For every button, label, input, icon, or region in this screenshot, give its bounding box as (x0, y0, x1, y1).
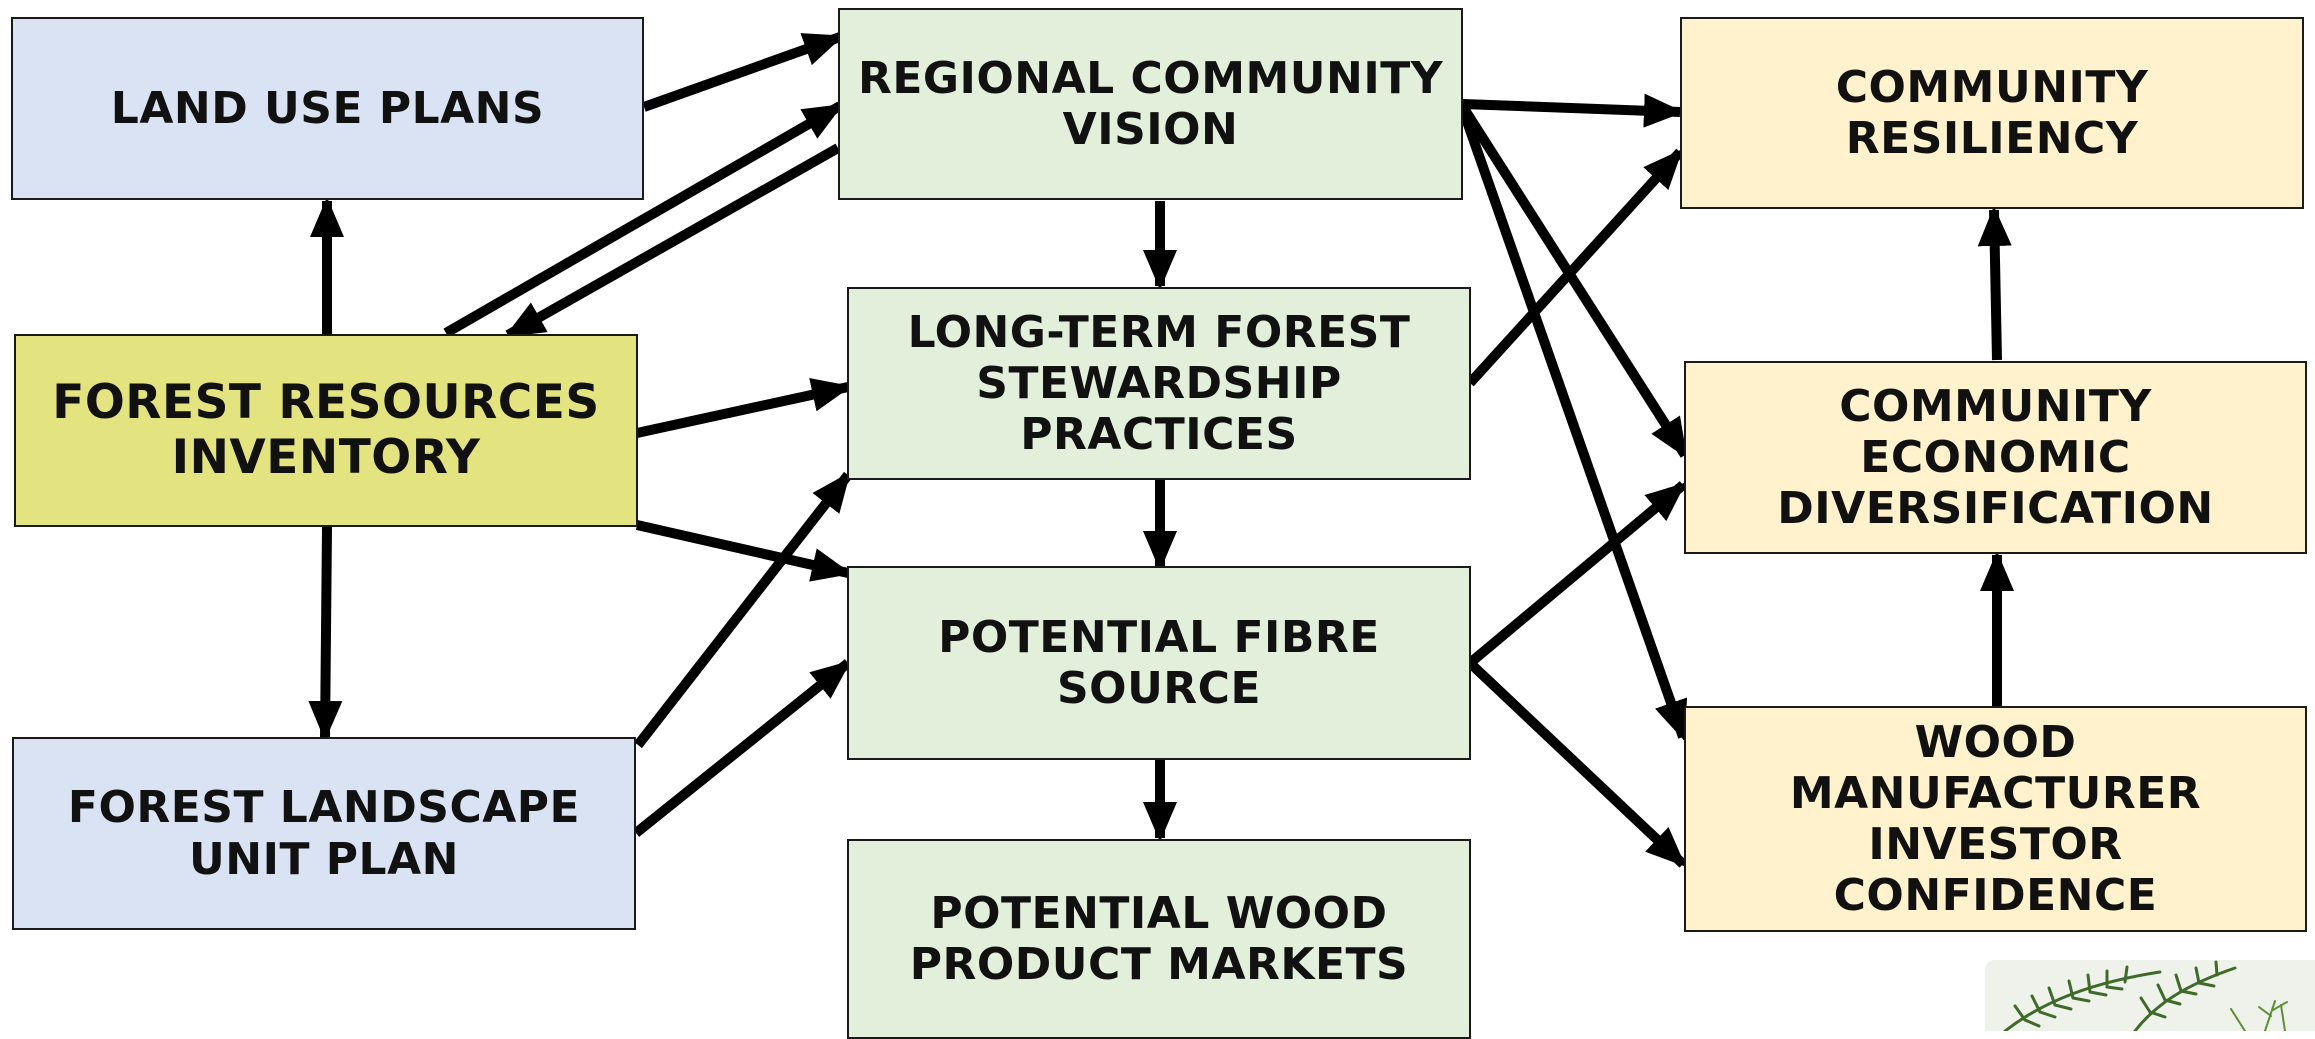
arrow-fibre-to-investor-confidence (1466, 659, 1687, 868)
arrow-inventory-to-fibre (635, 520, 852, 582)
arrow-fibre-to-diversification (1466, 481, 1687, 667)
potential-fibre-source-box: POTENTIAL FIBRE SOURCE (847, 566, 1471, 760)
long-term-forest-stewardship-box: LONG-TERM FOREST STEWARDSHIP PRACTICES (847, 287, 1471, 480)
wood-manufacturer-investor-confidence-box: WOOD MANUFACTURER INVESTOR CONFIDENCE (1684, 706, 2307, 932)
community-economic-diversification-label: COMMUNITY ECONOMIC DIVERSIFICATION (1777, 380, 2214, 535)
forest-resources-inventory-label: FOREST RESOURCES INVENTORY (52, 374, 600, 485)
arrow-vision-to-diversification (1458, 104, 1690, 459)
forest-landscape-unit-plan-box: FOREST LANDSCAPE UNIT PLAN (12, 737, 636, 930)
potential-wood-product-markets-box: POTENTIAL WOOD PRODUCT MARKETS (847, 839, 1471, 1039)
potential-fibre-source-label: POTENTIAL FIBRE SOURCE (938, 611, 1380, 714)
land-use-plans-label: LAND USE PLANS (110, 82, 545, 134)
regional-community-vision-label: REGIONAL COMMUNITY VISION (857, 52, 1444, 155)
community-resiliency-box: COMMUNITY RESILIENCY (1680, 17, 2304, 209)
forest-resources-inventory-box: FOREST RESOURCES INVENTORY (14, 334, 638, 527)
arrow-landscape-plan-to-stewardship (634, 471, 852, 749)
spruce-branch-photo (1985, 960, 2315, 1031)
arrow-vision-to-investor-confidence (1458, 108, 1688, 741)
arrow-landscape-plan-to-fibre (632, 659, 852, 837)
arrow-land-use-to-vision (642, 32, 844, 112)
arrow-diversification-to-resiliency (1977, 206, 2012, 361)
arrow-inventory-to-stewardship (635, 378, 852, 438)
forest-landscape-unit-plan-label: FOREST LANDSCAPE UNIT PLAN (67, 782, 581, 885)
community-resiliency-label: COMMUNITY RESILIENCY (1835, 61, 2149, 164)
potential-wood-product-markets-label: POTENTIAL WOOD PRODUCT MARKETS (909, 887, 1409, 990)
arrow-vision-to-resiliency (1462, 93, 1684, 128)
arrow-stewardship-to-resiliency (1466, 148, 1684, 387)
regional-community-vision-box: REGIONAL COMMUNITY VISION (838, 8, 1463, 200)
arrow-inventory-to-landscape-plan (308, 526, 343, 741)
spruce-branch-icon (1985, 960, 2315, 1031)
long-term-forest-stewardship-label: LONG-TERM FOREST STEWARDSHIP PRACTICES (907, 306, 1411, 461)
wood-manufacturer-investor-confidence-label: WOOD MANUFACTURER INVESTOR CONFIDENCE (1789, 716, 2202, 922)
land-use-plans-box: LAND USE PLANS (11, 17, 644, 200)
community-economic-diversification-box: COMMUNITY ECONOMIC DIVERSIFICATION (1684, 361, 2307, 554)
